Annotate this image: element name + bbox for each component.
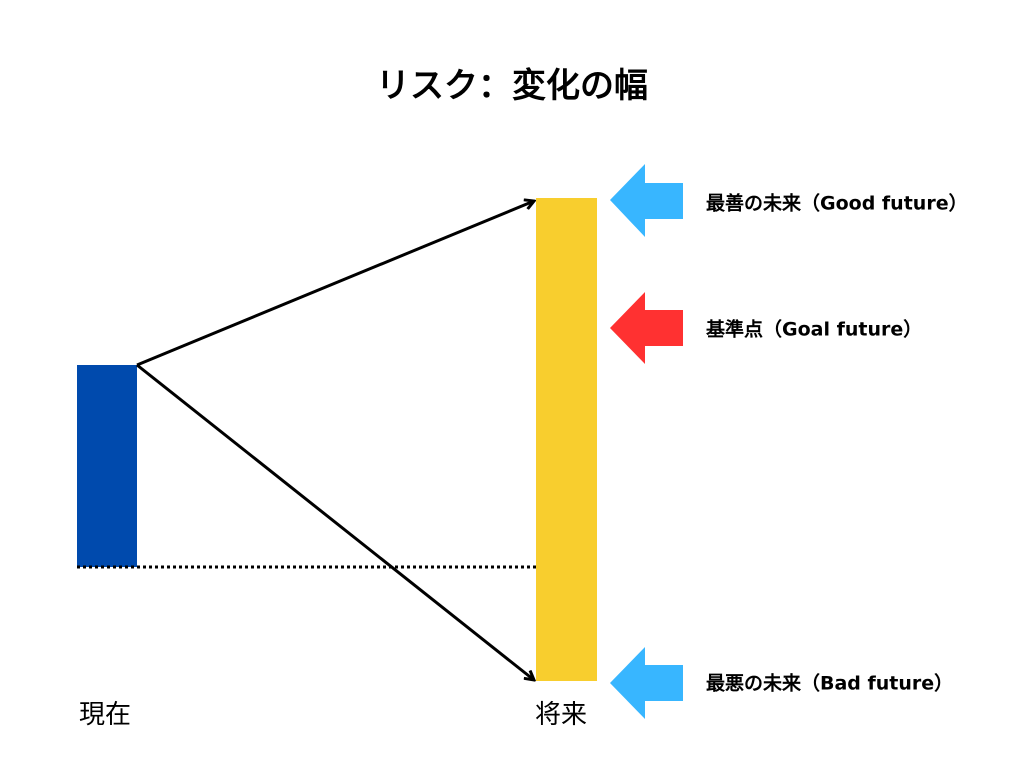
goal-future-label: 基準点（Goal future） (706, 318, 923, 341)
arrow-to-worst (136, 363, 534, 680)
best-arrow-icon (610, 164, 683, 237)
goal-arrow-icon (610, 292, 683, 364)
best-future-label: 最善の未来（Good future） (706, 192, 968, 215)
future-label: 将来 (535, 700, 588, 730)
arrow-to-best (136, 201, 534, 367)
worst-future-label: 最悪の未来（Bad future） (706, 672, 954, 695)
diagram-title: リスク：変化の幅 (376, 66, 648, 106)
future-bar (536, 198, 597, 681)
present-bar (77, 365, 137, 567)
present-label: 現在 (79, 700, 132, 730)
worst-arrow-icon (610, 647, 683, 719)
